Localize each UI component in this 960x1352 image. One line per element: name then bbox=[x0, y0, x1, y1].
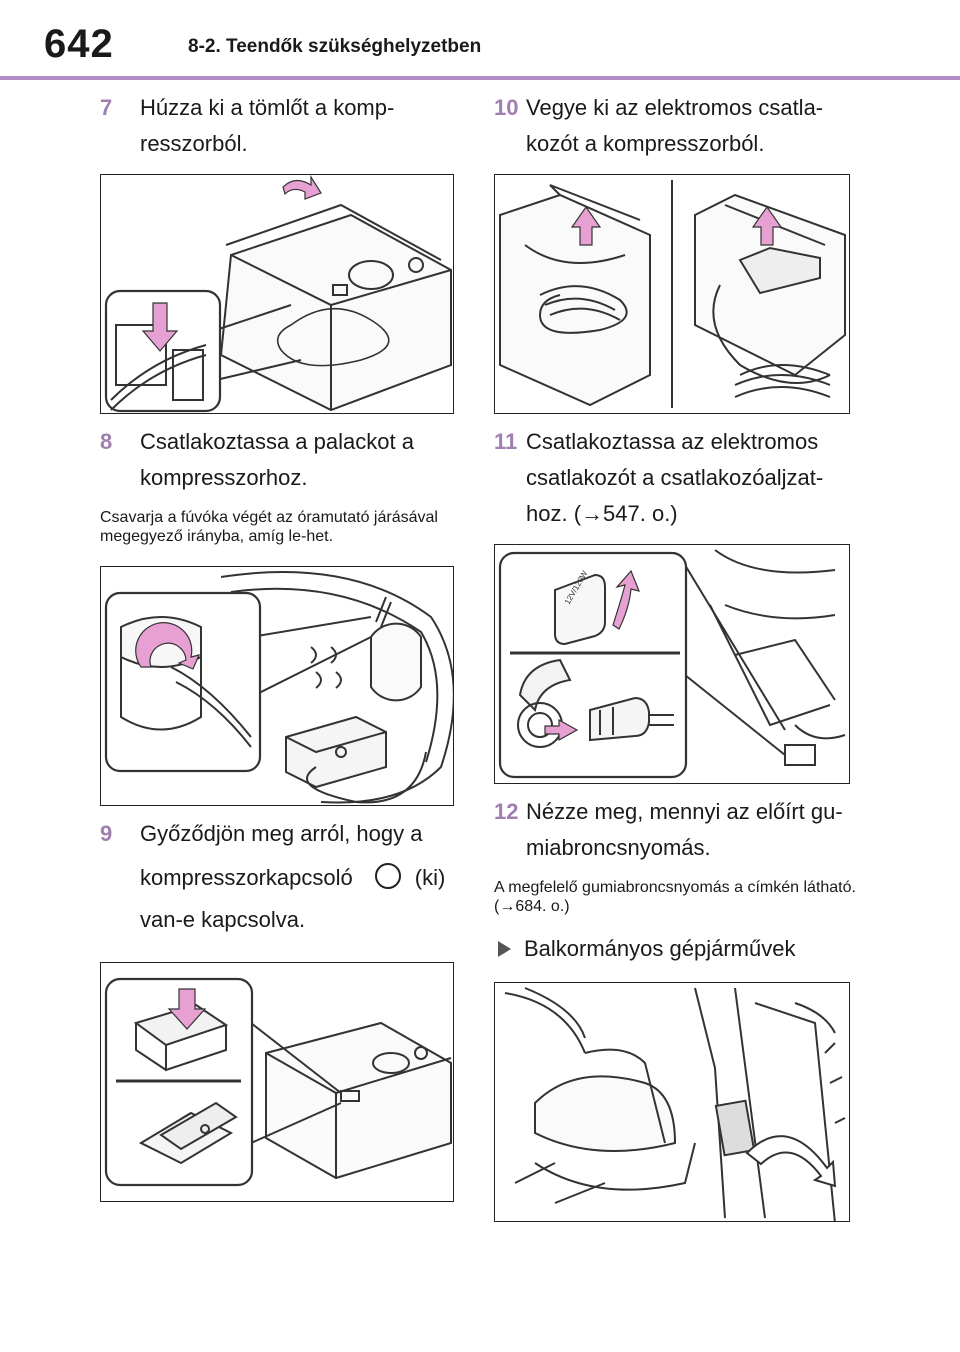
figure-hose-removal bbox=[100, 174, 454, 414]
step-text: kompresszorhoz. bbox=[140, 465, 308, 490]
step-text: resszorból. bbox=[140, 131, 248, 156]
step-number: 8 bbox=[100, 429, 113, 454]
step-12-note: A megfelelő gumiabroncsnyomás a címkén l… bbox=[494, 879, 856, 915]
figure-bottle-connection bbox=[100, 566, 454, 806]
figure-pressure-label-location bbox=[494, 982, 850, 1222]
step-text-line: kompresszorkapcsoló (ki) bbox=[140, 860, 470, 896]
step-text: kompresszorkapcsoló bbox=[140, 865, 353, 890]
step-10: 10 Vegye ki az elektromos csatla- kozót … bbox=[494, 90, 856, 162]
right-column: 10 Vegye ki az elektromos csatla- kozót … bbox=[494, 86, 856, 1222]
step-text: van-e kapcsolva. bbox=[140, 907, 306, 932]
step-number: 12 bbox=[494, 799, 519, 824]
step-8: 8 Csatlakoztassa a palackot a kompresszo… bbox=[100, 424, 470, 496]
step-number: 11 bbox=[494, 429, 518, 454]
step-11: 11 Csatlakoztassa az elektromos csatlako… bbox=[494, 424, 856, 532]
step-text: hoz. (→547. o.) bbox=[526, 501, 678, 526]
figure-compressor-switch bbox=[100, 962, 454, 1202]
step-text: Győződjön meg arról, hogy a bbox=[140, 821, 423, 846]
step-text: miabroncsnyomás. bbox=[526, 835, 711, 860]
step-number: 7 bbox=[100, 95, 113, 120]
figure-socket-connection: 12V/120W bbox=[494, 544, 850, 784]
step-text: kozót a kompresszorból. bbox=[526, 131, 765, 156]
step-number: 9 bbox=[100, 821, 113, 846]
page-number: 642 bbox=[44, 22, 114, 66]
header-divider bbox=[0, 76, 960, 80]
figure-plug-removal bbox=[494, 174, 850, 414]
bullet-left-hand-drive: Balkormányos gépjárművek bbox=[494, 932, 856, 966]
page-header: 642 8-2. Teendők szükséghelyzetben bbox=[0, 0, 960, 80]
bullet-text: Balkormányos gépjárművek bbox=[524, 936, 796, 961]
section-title: 8-2. Teendők szükséghelyzetben bbox=[188, 36, 482, 57]
step-12: 12 Nézze meg, mennyi az előírt gu- miabr… bbox=[494, 794, 856, 866]
step-text: (ki) bbox=[414, 865, 446, 890]
step-text: Nézze meg, mennyi az előírt gu- bbox=[526, 799, 843, 824]
bullet-triangle-icon bbox=[498, 941, 511, 957]
step-text: Húzza ki a tömlőt a komp- bbox=[140, 95, 395, 120]
step-text: Csatlakoztassa a palackot a bbox=[140, 429, 414, 454]
step-text: csatlakozót a csatlakozóaljzat- bbox=[526, 465, 824, 490]
step-7: 7 Húzza ki a tömlőt a komp- resszorból. bbox=[100, 90, 470, 162]
step-9: 9 Győződjön meg arról, hogy a kompresszo… bbox=[100, 816, 470, 938]
switch-off-icon bbox=[374, 863, 401, 890]
step-text: Csatlakoztassa az elektromos bbox=[526, 429, 819, 454]
step-number: 10 bbox=[494, 95, 519, 120]
step-text: Vegye ki az elektromos csatla- bbox=[526, 95, 824, 120]
step-8-note: Csavarja a fúvóka végét az óramutató jár… bbox=[100, 509, 438, 545]
left-column: 7 Húzza ki a tömlőt a komp- resszorból. bbox=[100, 86, 470, 1202]
